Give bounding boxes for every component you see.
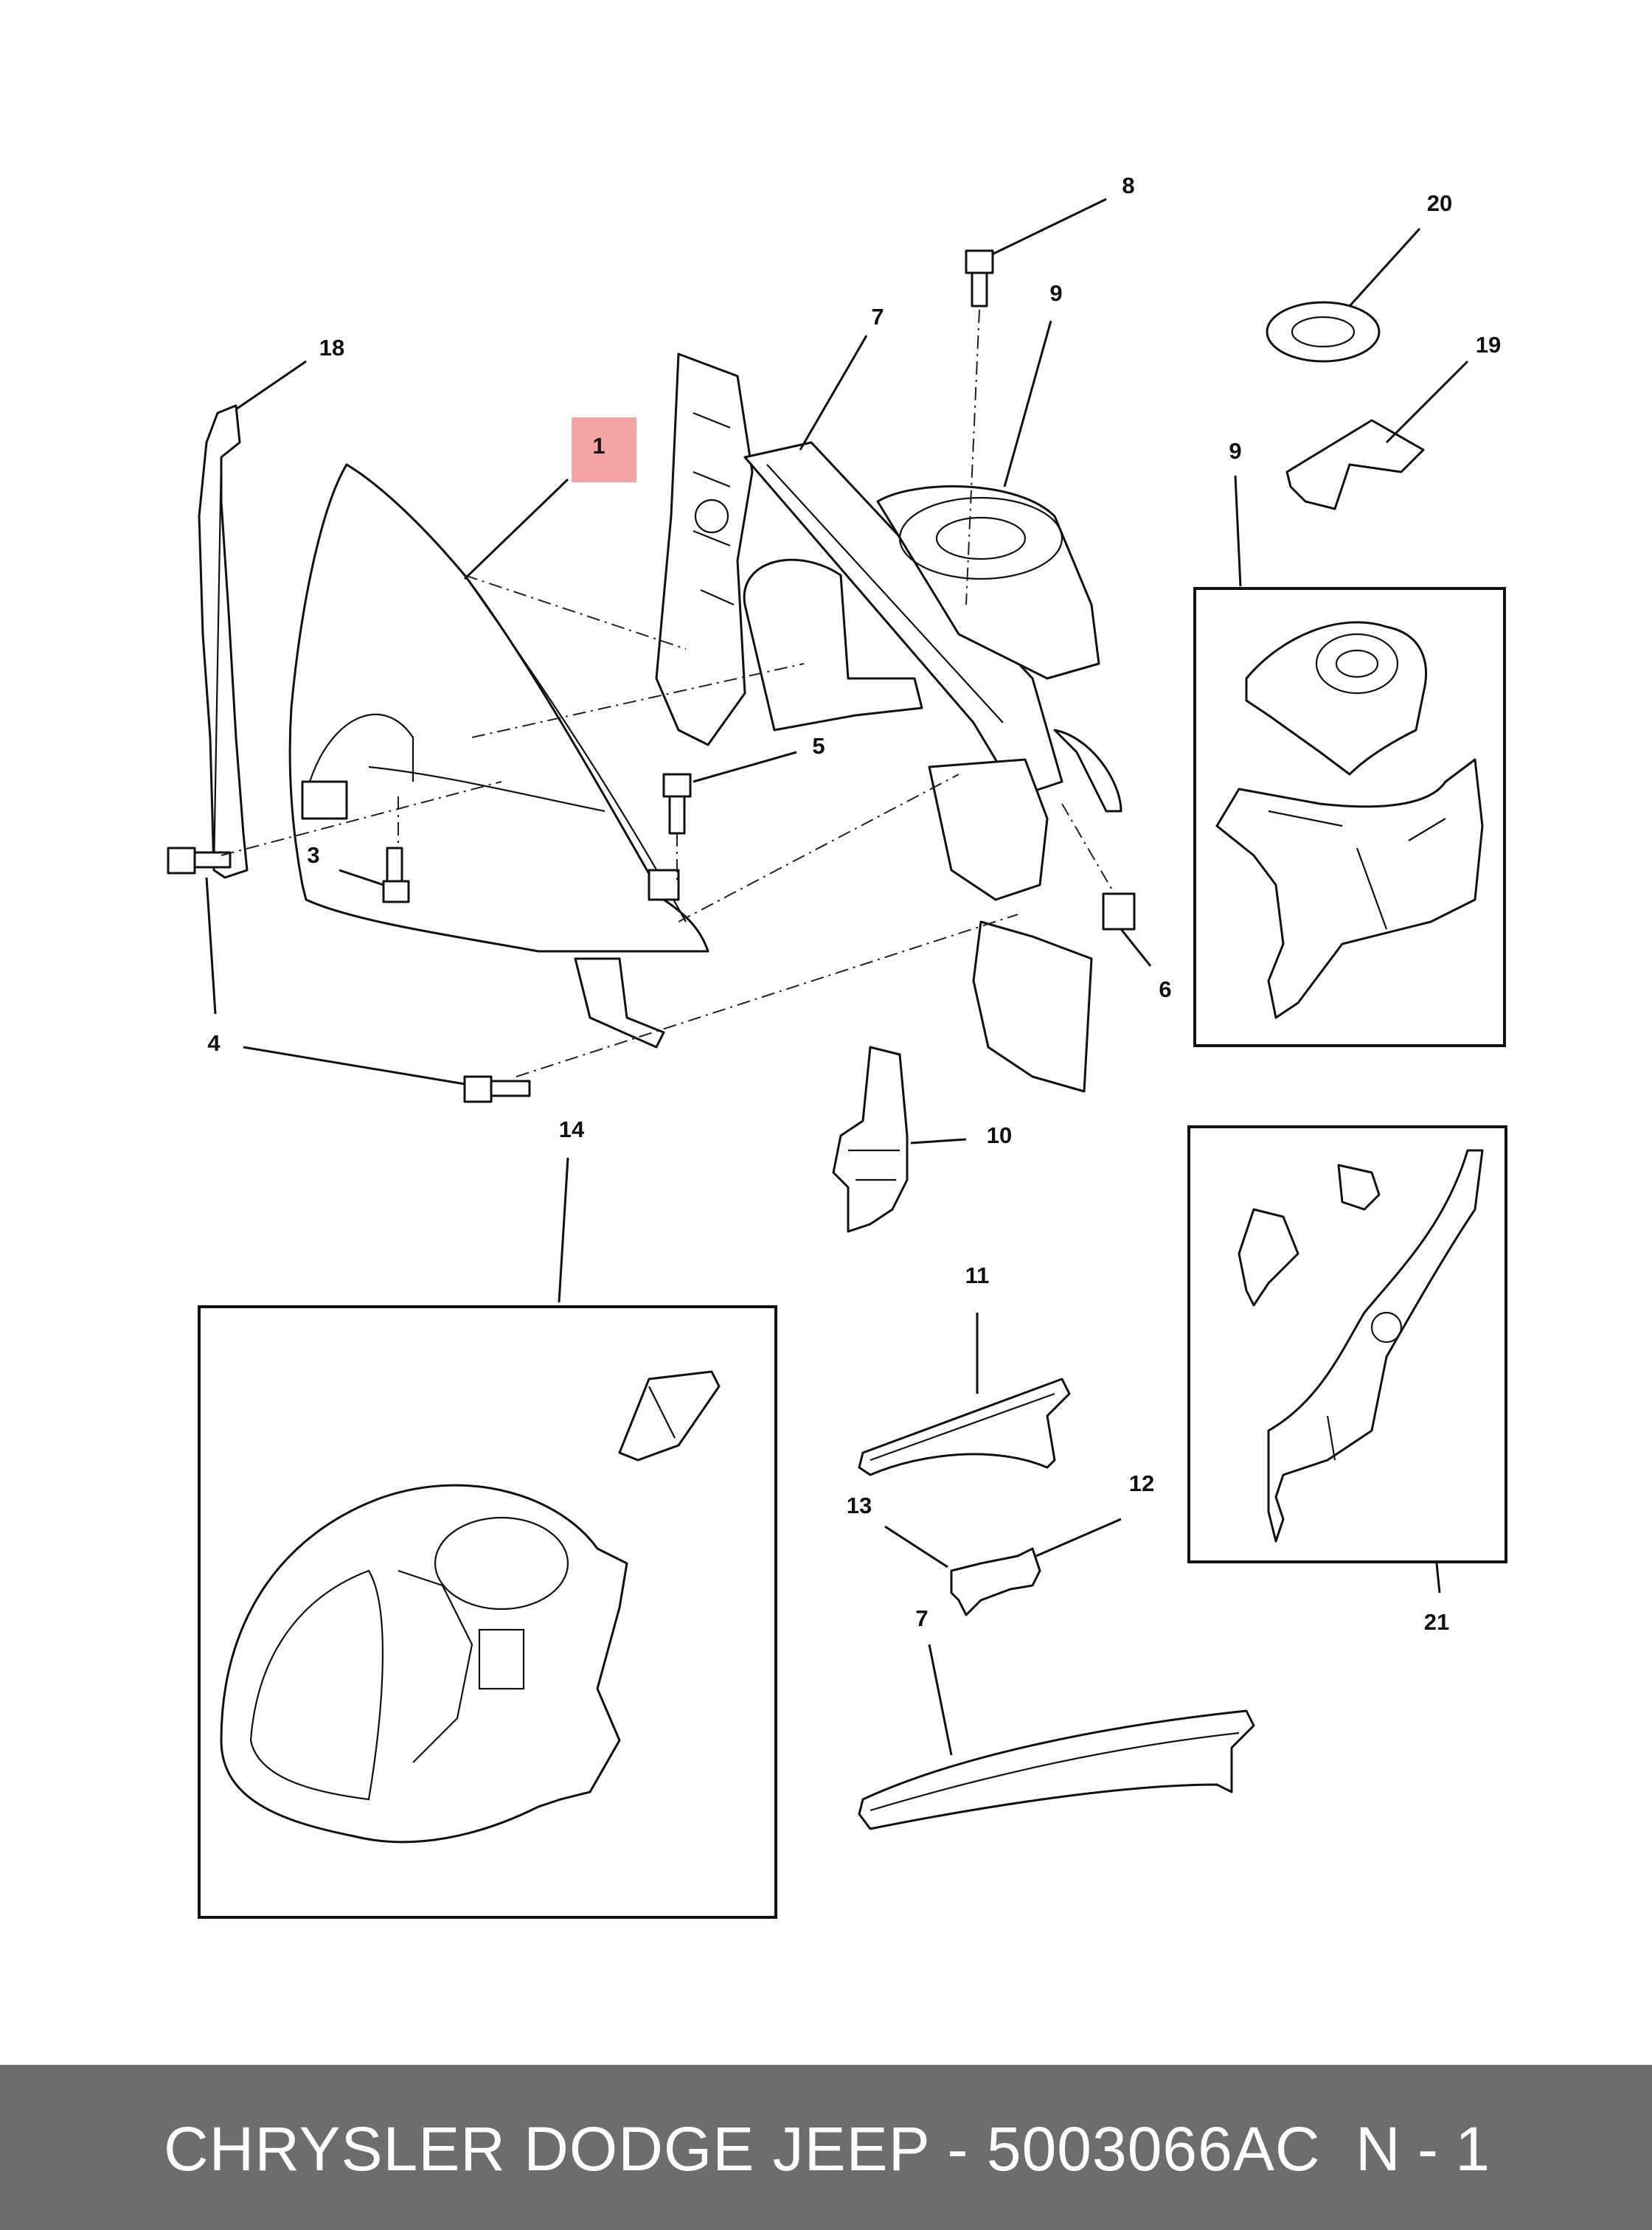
bolt-part-5 [662,773,692,835]
callout-4: 4 [207,1030,221,1056]
box-14-parts [220,1370,721,1844]
washer-part-20 [1266,301,1381,363]
bolt-part-3 [382,847,410,903]
rail-part-11 [858,1378,1071,1476]
callout-19: 19 [1476,332,1501,358]
bolt-part-4b [463,1075,531,1103]
assembly-lines [221,309,1114,1077]
callout-18: 18 [319,335,344,361]
callout-21: 21 [1424,1609,1449,1635]
callout-9-upper: 9 [1049,280,1062,306]
detail-box-14 [198,1305,777,1919]
part-number-label: CHRYSLER DODGE JEEP - 5003066AC [164,2114,1321,2184]
bolt-part-8 [965,249,994,308]
footer-bar: CHRYSLER DODGE JEEP - 5003066AC N - 1 [0,2065,1652,2230]
callout-labels: 1 3 4 5 6 7 8 9 9 10 11 12 13 14 18 19 2… [207,173,1501,1635]
box-9-parts [1215,621,1484,1019]
callout-6: 6 [1159,976,1171,1002]
callout-9-box: 9 [1229,438,1241,464]
callout-3: 3 [307,842,319,868]
highlight-callout-1 [572,417,636,482]
detail-box-9 [1193,587,1506,1047]
fender-part [288,463,709,1049]
callout-7-lower: 7 [915,1605,928,1631]
callout-8: 8 [1122,173,1134,198]
clip-part-6 [1102,892,1136,931]
callout-13: 13 [847,1493,872,1518]
leader-lines [205,198,1469,1756]
bolt-part-4a [167,847,232,875]
callout-12: 12 [1129,1470,1154,1496]
callout-11: 11 [965,1262,990,1288]
callout-10: 10 [987,1122,1012,1148]
callout-1: 1 [592,433,605,459]
rail-part-7-lower [858,1709,1255,1830]
liner-strip-part [198,404,249,879]
callout-5: 5 [812,733,825,759]
detail-box-21 [1187,1125,1507,1563]
body-structure [655,352,1122,1093]
bracket-part-19 [1285,419,1425,510]
plate-part-12-13 [950,1547,1041,1616]
box-21-parts [1238,1149,1484,1543]
bracket-part-10 [832,1046,909,1233]
parts-diagram: 1 3 4 5 6 7 8 9 9 10 11 12 13 14 18 19 2… [167,173,1507,1919]
callout-14: 14 [559,1116,585,1142]
callout-7-upper: 7 [871,304,884,330]
callout-20: 20 [1427,190,1452,216]
page-indicator: N - 1 [1356,2114,1490,2184]
